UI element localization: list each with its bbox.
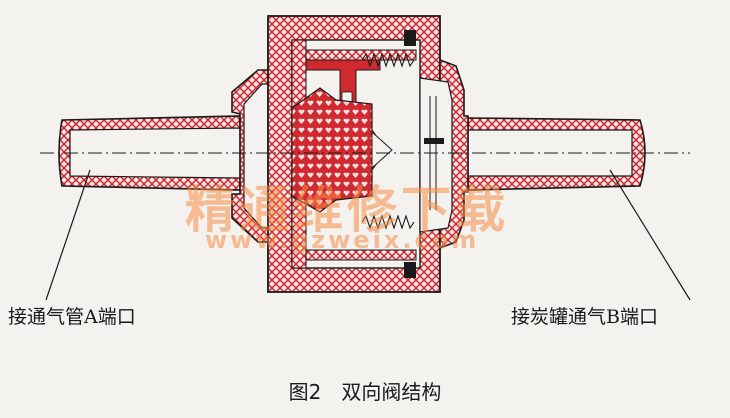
port-b-label: 接炭罐通气B端口: [511, 306, 658, 328]
spring-bottom: [361, 214, 415, 230]
watermark-text: 精通维修下载: [185, 181, 509, 239]
figure-caption: 图2 双向阀结构: [288, 380, 442, 404]
seal-rings: [404, 30, 444, 278]
watermark-url: www.gzweix.com: [205, 226, 480, 254]
right-tube: [467, 117, 646, 191]
valve-poppet: [291, 87, 393, 213]
spring-top: [361, 52, 415, 68]
leader-line-a: [45, 169, 91, 301]
leader-line-b: [609, 169, 691, 301]
port-a-label: 接通气管A端口: [8, 306, 136, 328]
